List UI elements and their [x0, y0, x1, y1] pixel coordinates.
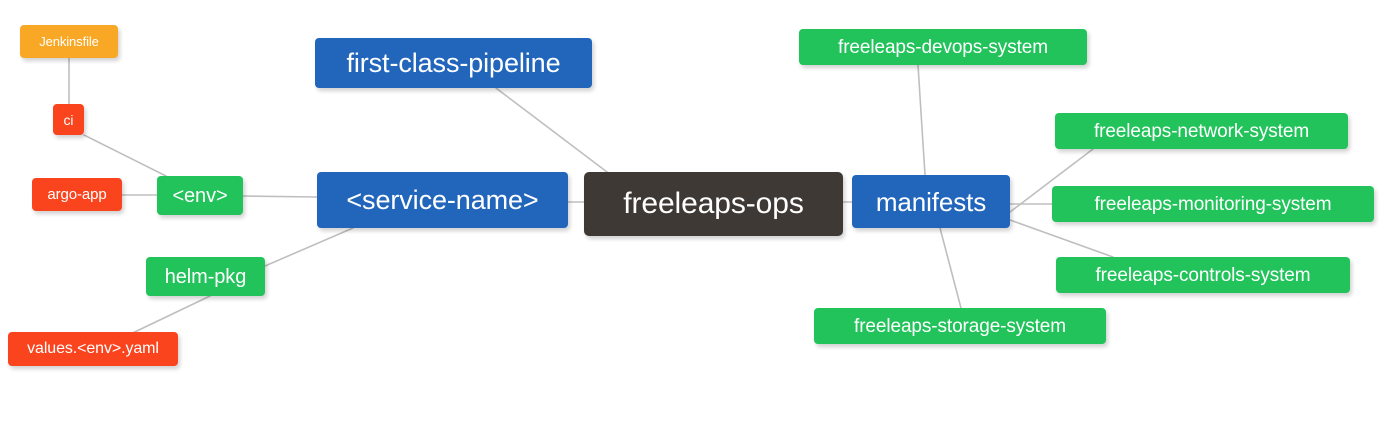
- node-label: manifests: [875, 186, 987, 217]
- edge-manifests-to-controls-system: [1009, 219, 1114, 258]
- node-label: Jenkinsfile: [39, 34, 99, 49]
- node-values-yaml[interactable]: values.<env>.yaml: [8, 332, 178, 366]
- node-label: freeleaps-network-system: [1093, 120, 1310, 142]
- node-label: freeleaps-monitoring-system: [1094, 193, 1332, 215]
- node-label: <service-name>: [346, 184, 539, 215]
- edge-helm-pkg-to-service-name: [264, 227, 354, 267]
- node-service-name[interactable]: <service-name>: [317, 172, 568, 228]
- node-label: values.<env>.yaml: [27, 340, 159, 357]
- node-manifests[interactable]: manifests: [852, 175, 1010, 228]
- node-ci[interactable]: ci: [53, 104, 84, 135]
- node-argo-app[interactable]: argo-app: [32, 178, 122, 211]
- node-storage-system[interactable]: freeleaps-storage-system: [814, 308, 1106, 344]
- node-label: ci: [63, 111, 74, 128]
- edge-manifests-to-storage-system: [939, 227, 962, 309]
- node-jenkinsfile[interactable]: Jenkinsfile: [20, 25, 118, 58]
- edge-first-class-pipeline-to-freeleaps-ops: [495, 87, 608, 173]
- node-controls-system[interactable]: freeleaps-controls-system: [1056, 257, 1350, 293]
- node-label: freeleaps-devops-system: [838, 36, 1048, 58]
- node-helm-pkg[interactable]: helm-pkg: [146, 257, 265, 296]
- node-env[interactable]: <env>: [157, 176, 243, 215]
- node-network-system[interactable]: freeleaps-network-system: [1055, 113, 1348, 149]
- node-freeleaps-ops[interactable]: freeleaps-ops: [584, 172, 843, 236]
- node-label: first-class-pipeline: [346, 47, 561, 78]
- edge-manifests-to-devops-system: [917, 64, 926, 176]
- node-devops-system[interactable]: freeleaps-devops-system: [799, 29, 1087, 65]
- node-label: freeleaps-storage-system: [854, 315, 1066, 337]
- node-first-class-pipeline[interactable]: first-class-pipeline: [315, 38, 592, 88]
- node-label: freeleaps-ops: [623, 187, 804, 220]
- node-monitoring-system[interactable]: freeleaps-monitoring-system: [1052, 186, 1374, 222]
- edge-ci-to-env: [83, 134, 167, 177]
- node-label: <env>: [172, 184, 228, 207]
- edge-env-to-service-name: [242, 195, 318, 198]
- node-label: argo-app: [47, 186, 107, 203]
- node-label: freeleaps-controls-system: [1095, 264, 1311, 286]
- node-label: helm-pkg: [164, 265, 247, 288]
